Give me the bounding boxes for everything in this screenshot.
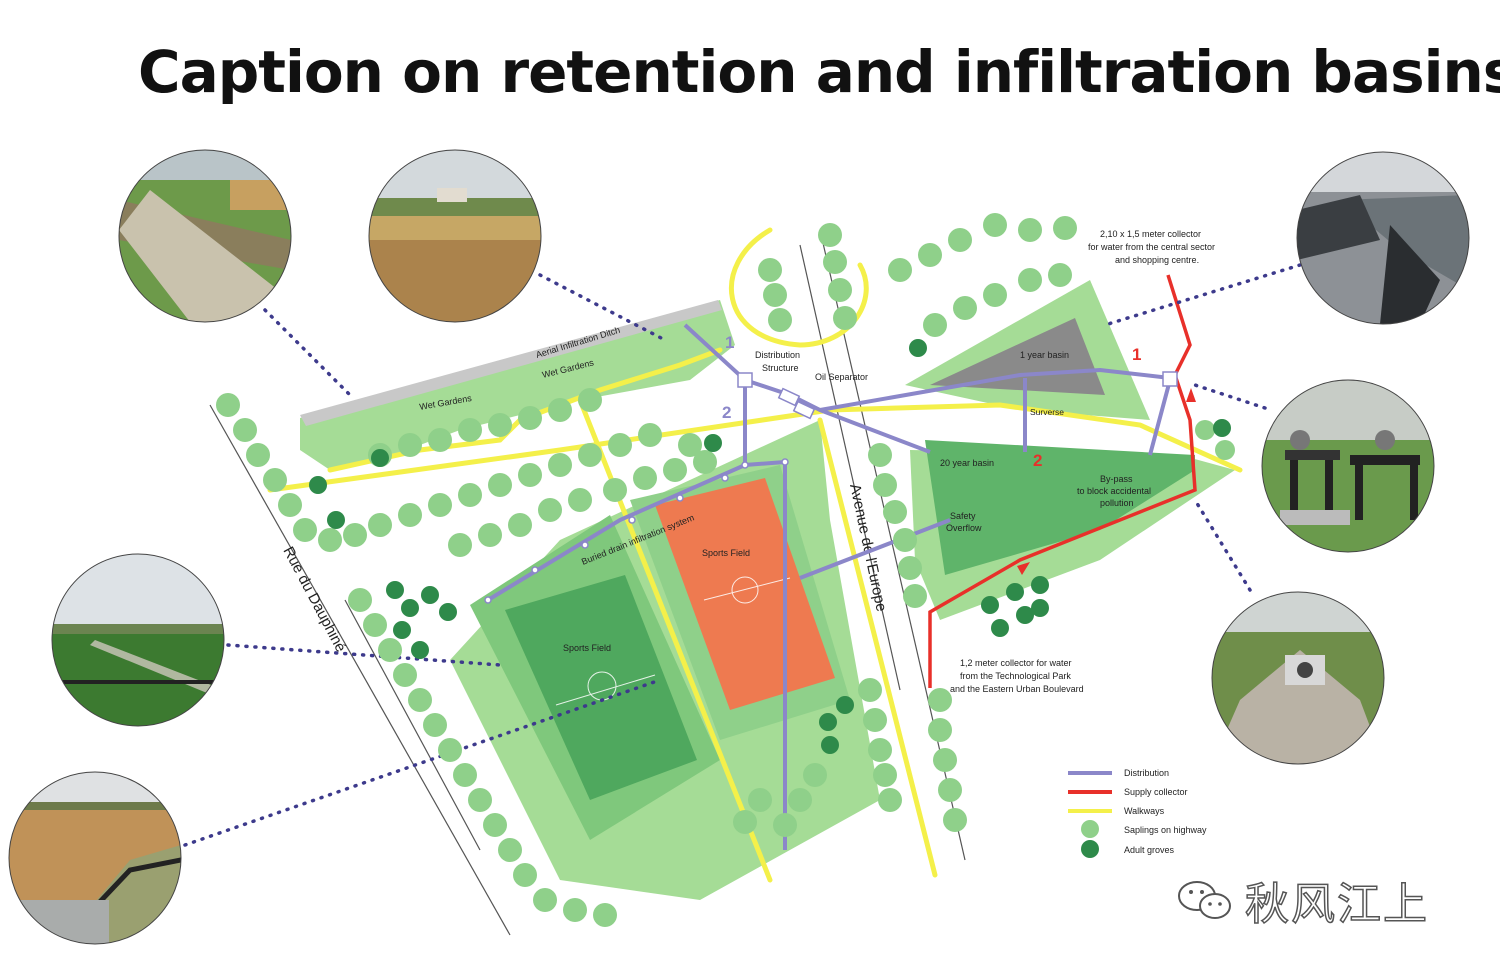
photo-concrete-basin <box>1297 152 1469 324</box>
sports-field-orange-label: Sports Field <box>702 548 750 558</box>
bypass-label-2: to block accidental <box>1077 486 1151 496</box>
one-year-basin <box>930 318 1105 395</box>
orange-sports-field <box>655 478 835 710</box>
oil-separator-label: Oil Separator <box>815 372 868 382</box>
collector-bottom-label-1: 1,2 meter collector for water <box>960 658 1072 668</box>
photo-gravel-path <box>119 150 291 322</box>
leader-3 <box>226 643 502 667</box>
photo-wet-garden <box>369 150 541 322</box>
marker-1-red: 1 <box>1132 345 1141 364</box>
leader-7 <box>1193 498 1252 592</box>
aerial-infiltration-ditch <box>300 300 722 426</box>
watermark: 秋风江上 <box>1175 870 1475 931</box>
legend-groves-swatch <box>1081 840 1099 858</box>
safety-overflow-label-2: Overflow <box>946 523 982 533</box>
avenue-europe-line-2 <box>799 244 901 691</box>
safety-overflow-label-1: Safety <box>950 511 976 521</box>
photo-sports-field <box>52 554 224 726</box>
collector-top-label-3: and shopping centre. <box>1115 255 1199 265</box>
distribution-line-2 <box>486 460 786 602</box>
distribution-line-6 <box>1148 379 1172 456</box>
page-title: Caption on retention and infiltration ba… <box>138 38 1500 106</box>
collector-bottom-label-2: from the Technological Park <box>960 671 1071 681</box>
safety-overflow-pipe <box>799 518 951 580</box>
leader-6 <box>1193 383 1267 410</box>
wet-gardens-area <box>300 300 735 470</box>
photo-valve-equipment <box>1262 380 1434 552</box>
legend-supply-label: Supply collector <box>1124 787 1188 797</box>
marker-2-blue: 2 <box>722 403 731 422</box>
leader-5 <box>1103 263 1302 327</box>
saplings <box>216 213 1235 927</box>
marker-1-blue: 1 <box>725 333 734 352</box>
collector-bottom-label-3: and the Eastern Urban Boulevard <box>950 684 1084 694</box>
supply-collector-top <box>928 274 1197 688</box>
distribution-structure-2 <box>1162 371 1178 387</box>
legend-saplings-label: Saplings on highway <box>1124 825 1207 835</box>
distribution-line-3 <box>744 378 931 454</box>
diagonal-walkway-2 <box>817 417 938 878</box>
adult-groves <box>309 339 1231 754</box>
collector-top-label-1: 2,10 x 1,5 meter collector <box>1100 229 1201 239</box>
legend-groves-label: Adult groves <box>1124 845 1175 855</box>
legend-distribution-label: Distribution <box>1124 768 1169 778</box>
twenty-year-basin <box>925 440 1195 575</box>
leader-2 <box>538 273 667 342</box>
legend: Distribution Supply collector Walkways S… <box>1068 768 1207 858</box>
leader-4 <box>183 678 662 847</box>
wechat-icon <box>1178 881 1231 919</box>
distribution-line-4 <box>819 367 1171 412</box>
photo-culvert-outlet <box>1212 592 1384 764</box>
legend-saplings-swatch <box>1081 820 1099 838</box>
rue-du-dauphine-line-1 <box>209 404 511 936</box>
distribution-structure-label-2: Structure <box>762 363 799 373</box>
surverse-label: Surverse <box>1030 407 1064 417</box>
green-sports-field <box>505 575 697 800</box>
twenty-year-basin-label: 20 year basin <box>940 458 994 468</box>
rue-du-dauphine-label: Rue du Dauphiné <box>279 544 349 655</box>
leader-1 <box>263 308 352 397</box>
collector-top-label-2: for water from the central sector <box>1088 242 1215 252</box>
rue-du-dauphine-line-2 <box>344 599 481 851</box>
one-year-basin-label: 1 year basin <box>1020 350 1069 360</box>
watermark-text: 秋风江上 <box>1244 878 1429 931</box>
bypass-label-3: pollution <box>1100 498 1134 508</box>
supply-arrow-2 <box>1017 562 1030 575</box>
marker-2-red: 2 <box>1033 451 1042 470</box>
photo-ploughed-field <box>9 772 181 944</box>
distribution-structure-label-1: Distribution <box>755 350 800 360</box>
bypass-label-1: By-pass <box>1100 474 1133 484</box>
sports-field-green-label: Sports Field <box>563 643 611 653</box>
supply-arrow-1 <box>1186 388 1196 402</box>
legend-walkways-label: Walkways <box>1124 806 1165 816</box>
distribution-structure-1 <box>737 372 753 388</box>
oil-separator-box-1 <box>777 387 801 407</box>
walkway-arc <box>728 227 869 348</box>
oil-separator-box-2 <box>792 400 816 420</box>
